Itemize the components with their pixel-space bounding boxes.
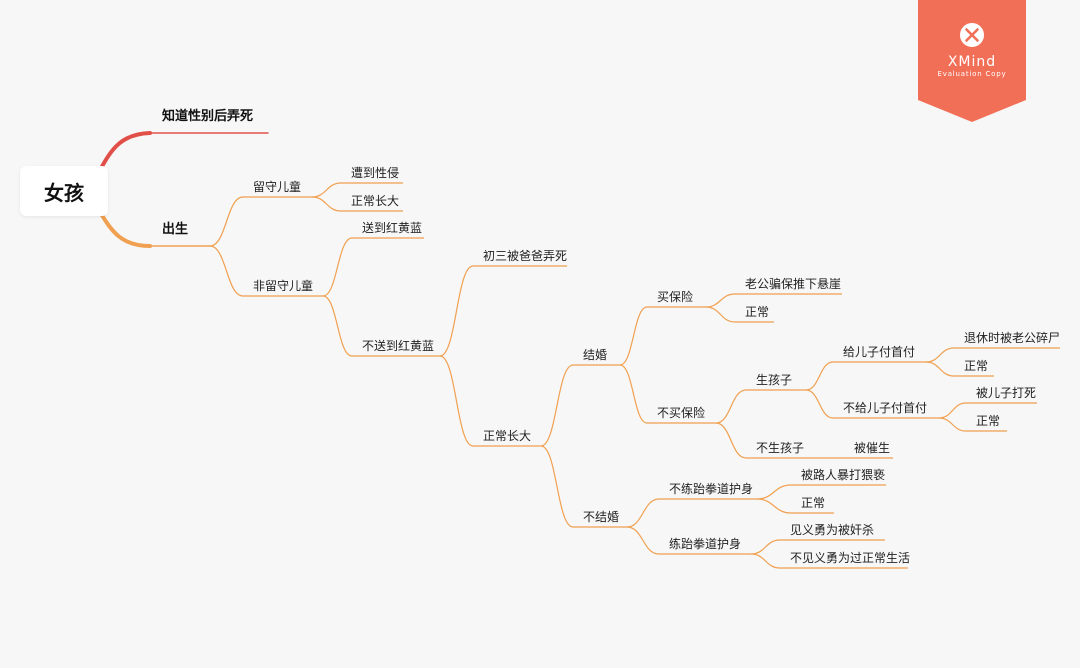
topic-sent-to-kindergarten[interactable]: 送到红黄蓝 bbox=[362, 221, 423, 235]
topic-taekwondo[interactable]: 练跆拳道护身 bbox=[669, 537, 742, 551]
connector-line bbox=[311, 196, 403, 212]
connector-line bbox=[626, 526, 751, 555]
connector-line bbox=[750, 539, 885, 555]
connector-line bbox=[705, 293, 842, 308]
topic-not-sent-to-kindergarten[interactable]: 不送到红黄蓝 bbox=[362, 339, 435, 353]
topic-left-behind-child[interactable]: 留守儿童 bbox=[253, 180, 302, 194]
topic-sexual-assault[interactable]: 遭到性侵 bbox=[351, 166, 400, 180]
connector-line bbox=[540, 445, 627, 528]
connector-line bbox=[439, 355, 541, 447]
topic-no-pay-normal[interactable]: 正常 bbox=[976, 414, 1001, 428]
connector-line bbox=[209, 196, 312, 247]
connector-line bbox=[756, 498, 834, 514]
topic-no-tkd-normal[interactable]: 正常 bbox=[801, 496, 826, 510]
connector-line bbox=[311, 182, 403, 198]
topic-married[interactable]: 结婚 bbox=[583, 348, 608, 362]
connector-line bbox=[750, 553, 908, 569]
topic-unmarried[interactable]: 不结婚 bbox=[583, 510, 620, 524]
topic-dismembered[interactable]: 退休时被老公碎尸 bbox=[964, 331, 1061, 345]
topic-grow-up-normally[interactable]: 正常长大 bbox=[351, 194, 400, 208]
evaluation-badge bbox=[918, 0, 1026, 122]
topic-buy-insurance[interactable]: 买保险 bbox=[657, 290, 694, 304]
topic-pay-down-payment[interactable]: 给儿子付首付 bbox=[843, 345, 916, 359]
topic-killed-after-gender-known[interactable]: 知道性别后弄死 bbox=[162, 109, 254, 124]
connector-line bbox=[322, 295, 440, 357]
root-topic[interactable]: 女孩 bbox=[20, 166, 108, 216]
connector-line bbox=[938, 402, 1037, 419]
connector-line bbox=[322, 237, 424, 297]
connector-line bbox=[540, 364, 620, 447]
topic-beaten-by-passerby[interactable]: 被路人暴打猥亵 bbox=[801, 468, 886, 482]
topic-have-child[interactable]: 生孩子 bbox=[756, 373, 793, 387]
watermark-brand: XMind bbox=[947, 54, 997, 70]
connector-line bbox=[925, 361, 994, 377]
topic-normal-life[interactable]: 不见义勇为过正常生活 bbox=[790, 551, 911, 565]
branch-connector-birth bbox=[98, 210, 152, 248]
connector-line bbox=[619, 306, 706, 366]
connector-line bbox=[626, 498, 757, 528]
topic-grown-up[interactable]: 正常长大 bbox=[483, 429, 532, 443]
connector-line bbox=[805, 389, 939, 419]
topic-insured-normal[interactable]: 正常 bbox=[745, 305, 770, 319]
topic-pay-normal[interactable]: 正常 bbox=[964, 359, 989, 373]
topic-pushed-off-cliff[interactable]: 老公骗保推下悬崖 bbox=[745, 277, 842, 291]
connector-line bbox=[756, 484, 886, 500]
topic-no-taekwondo[interactable]: 不练跆拳道护身 bbox=[669, 482, 754, 496]
topic-no-down-payment[interactable]: 不给儿子付首付 bbox=[843, 401, 928, 415]
connector-line bbox=[439, 265, 567, 357]
watermark-subtitle: Evaluation Copy bbox=[937, 70, 1007, 78]
xmind-logo-icon bbox=[960, 23, 984, 47]
topic-non-left-behind-child[interactable]: 非留守儿童 bbox=[253, 279, 314, 293]
connector-line bbox=[938, 417, 1007, 432]
connector-line bbox=[619, 364, 716, 424]
branch-connector-top bbox=[98, 131, 152, 172]
connector-line bbox=[705, 306, 774, 323]
connector-line bbox=[209, 245, 323, 297]
topic-pressured-to-have-child[interactable]: 被催生 bbox=[854, 441, 891, 455]
connector-line bbox=[925, 347, 1060, 363]
connector-line bbox=[805, 361, 926, 391]
topic-killed-by-father[interactable]: 初三被爸爸弄死 bbox=[483, 249, 568, 263]
topic-killed-by-son[interactable]: 被儿子打死 bbox=[976, 386, 1037, 400]
topic-killed-while-helping[interactable]: 见义勇为被奸杀 bbox=[790, 523, 875, 537]
connector-line bbox=[715, 389, 806, 424]
topic-birth[interactable]: 出生 bbox=[162, 222, 189, 237]
topic-no-child[interactable]: 不生孩子 bbox=[756, 441, 805, 455]
connector-line bbox=[715, 422, 893, 459]
topic-no-insurance[interactable]: 不买保险 bbox=[657, 406, 706, 420]
